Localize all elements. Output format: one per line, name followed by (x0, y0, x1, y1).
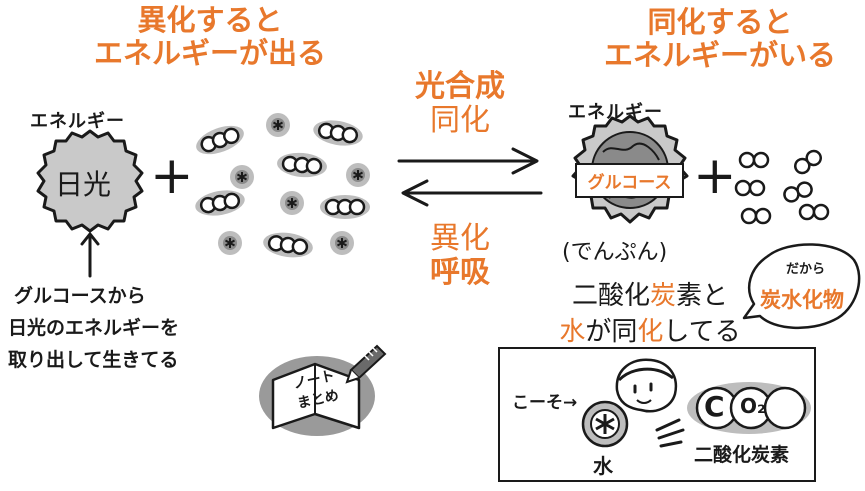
notebook-icon (259, 344, 387, 436)
explanation-line1: 二酸化炭素と (540, 278, 760, 314)
explanation-water-text: 水 (559, 317, 586, 347)
sun-icon (36, 129, 144, 233)
arrow-up-icon (80, 231, 100, 278)
panel-co2-label: 二酸化炭素 (694, 444, 790, 466)
left-note-line3: 取り出して生きてる (8, 349, 179, 371)
left-note-line1: グルコースから (14, 285, 146, 307)
water-co2-panel (498, 347, 816, 482)
explanation-carbon-text: 炭 (649, 281, 676, 311)
o2-molecule (781, 179, 815, 205)
assimilation-label: 同化 (430, 103, 490, 138)
explanation-and-text: 素と (676, 281, 729, 311)
co2-big-icon (687, 382, 811, 434)
water-molecule (329, 230, 355, 256)
respiration-label: 呼吸 (430, 255, 490, 290)
explanation-co2-text: 二酸化 (571, 281, 650, 311)
explanation-same-text: が同 (585, 317, 638, 347)
left-title: 異化すると エネルギーが出る (60, 4, 360, 70)
catabolism-label: 異化 (430, 221, 490, 256)
forward-reaction-label: 光合成 同化 (400, 70, 520, 138)
left-energy-label: エネルギー (30, 111, 125, 132)
o2-molecule (798, 203, 830, 221)
water-molecule (217, 230, 243, 256)
reactant-molecules (191, 112, 372, 262)
o2-molecule (791, 148, 825, 178)
co2-o-label: O₂ (740, 394, 766, 418)
left-note-line2: 日光のエネルギーを (8, 317, 180, 339)
starch-label: (でんぷん) (562, 240, 668, 265)
water-ball (581, 400, 629, 448)
o2-molecule (734, 179, 766, 197)
plus-sign-right: + (693, 146, 737, 206)
bubble-top-text: だから (786, 262, 826, 277)
co2-molecule (191, 118, 249, 162)
right-title-line1: 同化すると (647, 5, 793, 39)
water-molecule (345, 162, 371, 188)
water-molecule (229, 164, 255, 190)
right-title: 同化すると エネルギーがいる (575, 6, 865, 72)
photosynthesis-label: 光合成 (415, 69, 505, 104)
right-energy-label: エネルギー (568, 102, 663, 123)
panel-water-label: 水 (593, 454, 613, 478)
left-title-line2: エネルギーが出る (93, 36, 326, 70)
co2-molecule (318, 193, 372, 221)
right-title-line2: エネルギーがいる (603, 38, 836, 72)
bubble-main-text: 炭水化物 (760, 288, 844, 312)
left-note: グルコースから 日光のエネルギーを 取り出して生きてる (8, 280, 179, 376)
water-molecule (279, 190, 305, 216)
explanation-end-text: してる (663, 317, 741, 347)
co2-c-label: C (704, 390, 725, 423)
reverse-reaction-label: 異化 呼吸 (400, 222, 520, 290)
panel-speech: こーそ→ (512, 393, 578, 413)
right-explanation: 二酸化炭素と 水が同化してる (540, 278, 760, 350)
co2-molecule (260, 228, 316, 262)
character-icon (581, 358, 685, 448)
sun-label: 日光 (55, 168, 112, 201)
notebook-text: ノート まとめ (291, 366, 341, 414)
explanation-line2: 水が同化してる (540, 314, 760, 350)
speech-bubble (742, 243, 861, 330)
co2-molecule (274, 149, 330, 181)
water-molecule (265, 112, 291, 138)
explanation-ka-text: 化 (637, 317, 664, 347)
plus-sign-left: + (150, 146, 194, 206)
co2-molecule (310, 115, 366, 151)
equilibrium-arrows (397, 147, 543, 207)
o2-molecule (740, 207, 772, 225)
o2-molecule (738, 151, 770, 169)
glucose-label: グルコース (575, 163, 684, 198)
co2-molecule (192, 185, 248, 221)
left-title-line1: 異化すると (137, 3, 283, 37)
product-molecules (734, 148, 830, 225)
